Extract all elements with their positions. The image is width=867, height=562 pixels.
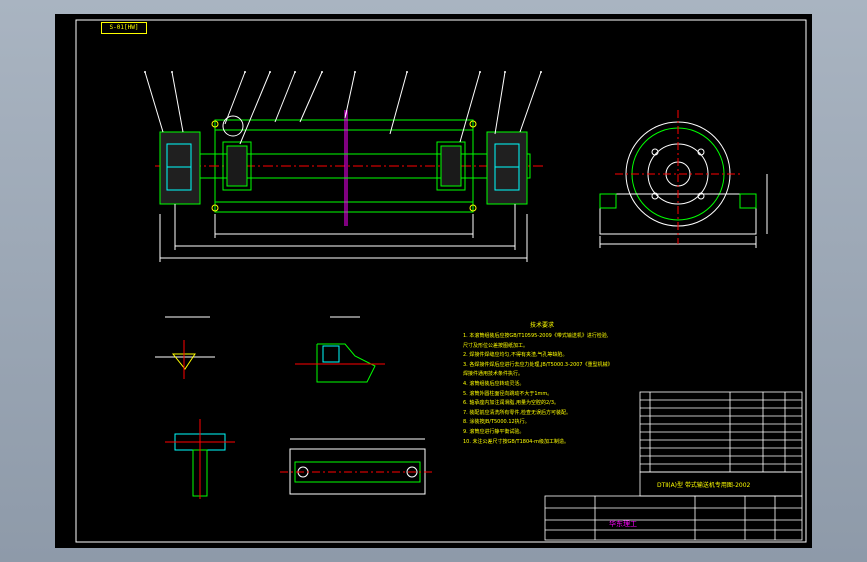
sheet-tag: S-01[HW]	[101, 22, 147, 34]
bearing-side-view	[599, 110, 768, 248]
drawing-canvas: S-01[HW] 技术要求 1. 本滚筒组装后应按GB/T10595-2009《…	[55, 14, 812, 548]
detail-a	[155, 316, 215, 379]
note-line: 6. 轴承座内加注润滑脂,用量为空腔的2/3。	[463, 400, 559, 407]
note-line: 焊接件通用技术条件执行。	[463, 371, 524, 378]
note-line: 5. 滚筒外圆柱面径向跳动不大于1mm。	[463, 390, 553, 397]
cad-drawing	[75, 19, 807, 543]
tech-requirements-title: 技术要求	[529, 322, 554, 329]
detail-c	[165, 419, 235, 499]
note-line: 1. 本滚筒组装后应按GB/T10595-2009《带式输送机》进行检验,	[463, 333, 609, 339]
drawing-title-banner: DTⅡ(A)型 带式输送机专用图-2002	[657, 482, 751, 489]
note-line: 尺寸及形位公差按图纸加工。	[463, 342, 529, 349]
title-block	[544, 391, 803, 541]
note-line: 7. 装配前应清洗所有零件,检查无误后方可装配。	[463, 409, 571, 416]
note-line: 4. 滚筒组装后应转动灵活。	[463, 380, 525, 387]
note-line: 2. 焊接件焊缝应均匀,不得有夹渣,气孔等缺陷。	[463, 352, 568, 359]
note-line: 8. 涂装按JB/T5000.12执行。	[463, 419, 530, 426]
note-line: 3. 各焊接件焊后应进行去应力处理,JB/T5000.3-2007《重型机械》	[463, 361, 613, 368]
note-line: 10. 未注公差尺寸按GB/T1804-m级加工制造。	[463, 438, 569, 445]
tech-requirements-notes: 1. 本滚筒组装后应按GB/T10595-2009《带式输送机》进行检验, 尺寸…	[463, 332, 638, 447]
note-line: 9. 滚筒应进行静平衡试验。	[463, 428, 525, 435]
detail-b	[295, 316, 385, 383]
plan-view	[280, 438, 435, 495]
school-label: 华东理工	[609, 520, 637, 528]
roller-assembly	[144, 71, 545, 262]
